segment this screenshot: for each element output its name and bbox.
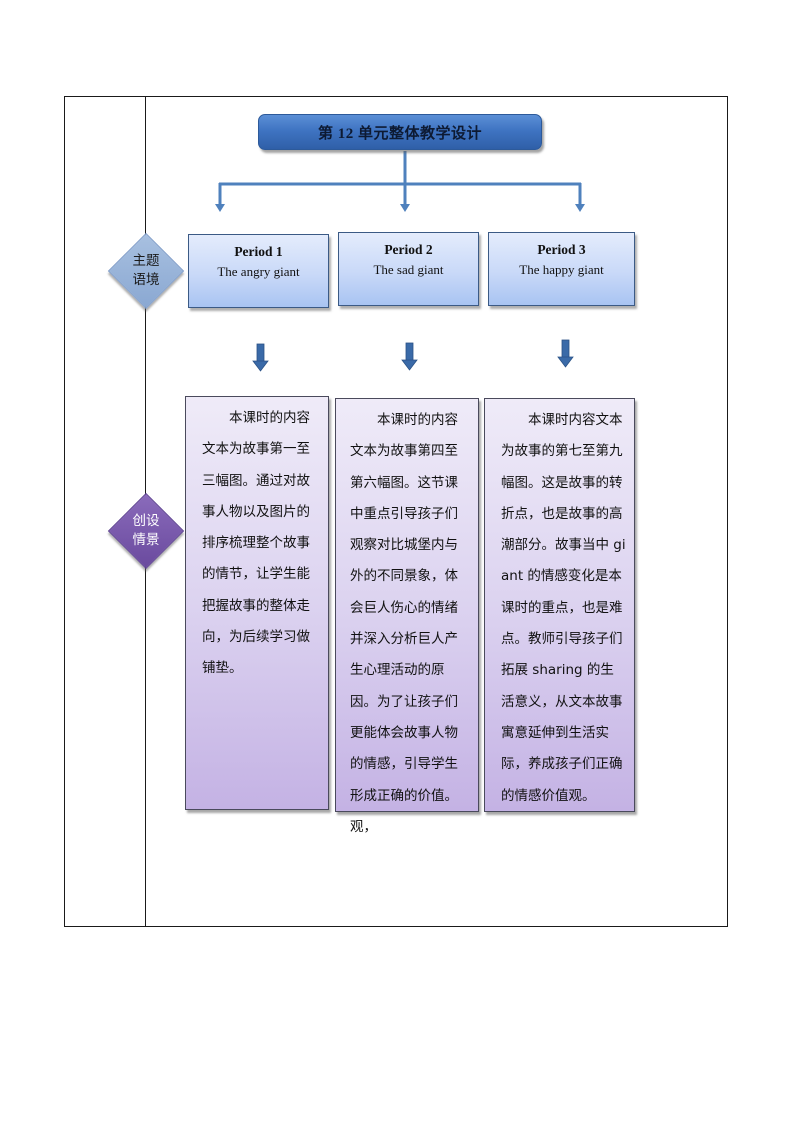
theme-context-label-line-2: 语境 [132, 272, 160, 288]
theme-context-diamond: 主题 语境 [107, 232, 185, 310]
theme-context-label-line-1: 主题 [132, 253, 160, 269]
content-box-1: 本课时的内容文本为故事第一至三幅图。通过对故事人物以及图片的排序梳理整个故事的情… [185, 396, 329, 810]
theme-context-label: 主题 语境 [126, 252, 166, 290]
unit-title: 第 12 单元整体教学设计 [317, 125, 482, 142]
unit-title-box: 第 12 单元整体教学设计 [258, 114, 542, 150]
scenario-creation-label-line-2: 情景 [132, 532, 160, 548]
period-title: Period 2 [384, 242, 433, 257]
content-box-2: 本课时的内容文本为故事第四至第六幅图。这节课中重点引导孩子们观察对比城堡内与外的… [335, 398, 479, 835]
scenario-creation-label-line-1: 创设 [132, 513, 160, 529]
period-box-3: Period 3 The happy giant [488, 232, 635, 306]
period-2-description: 本课时的内容文本为故事第四至第六幅图。这节课中重点引导孩子们观察对比城堡内与外的… [350, 412, 458, 835]
period-subtitle: The sad giant [373, 262, 444, 277]
content-box-3: 本课时内容文本为故事的第七至第九幅图。这是故事的转折点，也是故事的高潮部分。故事… [484, 398, 635, 812]
period-1-description: 本课时的内容文本为故事第一至三幅图。通过对故事人物以及图片的排序梳理整个故事的情… [202, 410, 310, 677]
table-frame [64, 96, 728, 927]
period-subtitle: The angry giant [217, 264, 300, 279]
period-3-description: 本课时内容文本为故事的第七至第九幅图。这是故事的转折点，也是故事的高潮部分。故事… [501, 412, 626, 804]
period-title: Period 3 [537, 242, 586, 257]
scenario-creation-label: 创设 情景 [126, 512, 166, 550]
scenario-creation-diamond: 创设 情景 [107, 492, 185, 570]
period-title: Period 1 [234, 244, 283, 259]
period-box-2: Period 2 The sad giant [338, 232, 479, 306]
period-subtitle: The happy giant [519, 262, 604, 277]
period-box-1: Period 1 The angry giant [188, 234, 329, 308]
